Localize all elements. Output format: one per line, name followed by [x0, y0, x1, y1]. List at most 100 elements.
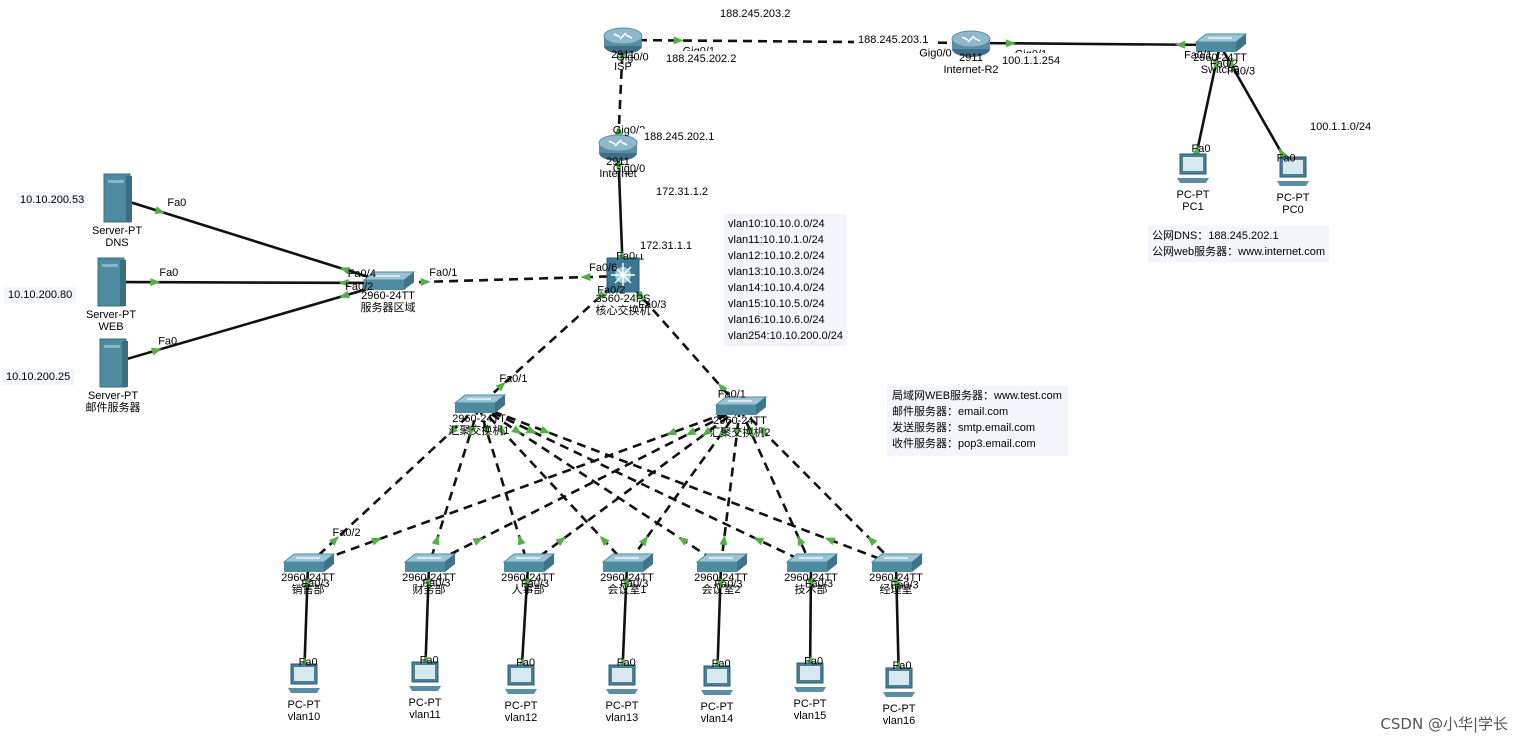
- port-label: Fa0: [299, 656, 318, 668]
- port-marker: [495, 381, 506, 392]
- port-markers: [150, 36, 1288, 671]
- device-name: vlan12: [505, 712, 537, 724]
- note-line: 邮件服务器：email.com: [892, 406, 1009, 418]
- port-label: Fa0/2: [333, 527, 361, 539]
- port-marker: [339, 290, 350, 299]
- port-label: Fa0: [159, 267, 178, 279]
- note-line: vlan16:10.10.6.0/24: [728, 314, 825, 326]
- device-name: vlan10: [288, 711, 320, 723]
- device-name: vlan14: [701, 713, 733, 725]
- port-marker: [1225, 59, 1235, 70]
- port-marker: [614, 124, 623, 136]
- port-marker: [596, 290, 607, 301]
- device-model: 2960-24TT: [713, 415, 767, 427]
- device-model: Server-PT: [88, 390, 138, 402]
- port-marker: [338, 278, 349, 287]
- note-line: vlan15:10.10.5.0/24: [728, 298, 825, 310]
- ip-isp-r2-r2: 188.245.203.1: [854, 32, 933, 48]
- port-marker: [539, 425, 551, 434]
- port-label: Fa0/3: [1227, 65, 1255, 77]
- port-marker: [424, 577, 433, 589]
- port-label: Fa0/3: [638, 299, 666, 311]
- device-model: 2960-24TT: [1193, 52, 1247, 64]
- port-label: Fa0: [167, 197, 186, 209]
- note-line: 收件服务器：pop3.email.com: [892, 438, 1036, 450]
- port-label: Fa0: [712, 658, 731, 670]
- port-marker: [666, 427, 677, 436]
- port-marker: [431, 534, 440, 546]
- device-name: 技术部: [795, 582, 828, 596]
- ip-r2-lan: 100.1.1.254: [998, 53, 1065, 69]
- note-line: vlan11:10.10.1.0/24: [728, 234, 824, 246]
- port-marker: [867, 536, 878, 547]
- port-marker: [496, 425, 507, 436]
- device-name: 经理室: [880, 582, 913, 596]
- port-marker: [717, 383, 728, 394]
- port-marker: [892, 578, 901, 590]
- device-model: PC-PT: [1177, 189, 1210, 201]
- port-label: Fa0: [1277, 152, 1296, 164]
- port-marker: [154, 206, 166, 214]
- port-label: Fa0/3: [890, 579, 918, 591]
- port-label: Fa0: [804, 656, 823, 668]
- device-name: vlan16: [883, 715, 915, 727]
- ip-inet-core-core: 172.31.1.1: [636, 238, 696, 254]
- port-marker: [328, 536, 340, 546]
- port-label: Fa0/2: [1210, 58, 1238, 70]
- port-marker: [420, 278, 431, 287]
- device-name: 销售部: [292, 582, 325, 596]
- port-marker: [716, 578, 725, 589]
- port-marker: [758, 426, 769, 437]
- note-line: vlan254:10.10.200.0/24: [728, 330, 843, 342]
- port-marker: [685, 427, 697, 436]
- device-name: 会议室1: [607, 582, 646, 596]
- port-marker: [580, 272, 591, 281]
- device-model: 2911: [959, 52, 983, 64]
- port-label: Fa0/3: [805, 578, 833, 590]
- device-name: 会议室2: [701, 582, 740, 596]
- port-label: Gig0/0: [613, 163, 645, 175]
- port-label: Fa0: [158, 336, 177, 348]
- device-name: vlan13: [606, 712, 638, 724]
- port-label: Fa0/3: [714, 578, 742, 590]
- port-marker: [1212, 59, 1221, 70]
- ip-isp-inet-isp: 188.245.202.2: [662, 51, 741, 67]
- port-label: Fa0/1: [499, 373, 527, 385]
- port-label: Fa0/3: [422, 578, 450, 590]
- port-marker: [511, 425, 522, 435]
- port-marker: [806, 578, 815, 589]
- device-name: 汇聚交换机1: [448, 423, 509, 437]
- device-model: 3560-24PS: [595, 293, 650, 305]
- port-label: Fa0/1: [429, 267, 457, 279]
